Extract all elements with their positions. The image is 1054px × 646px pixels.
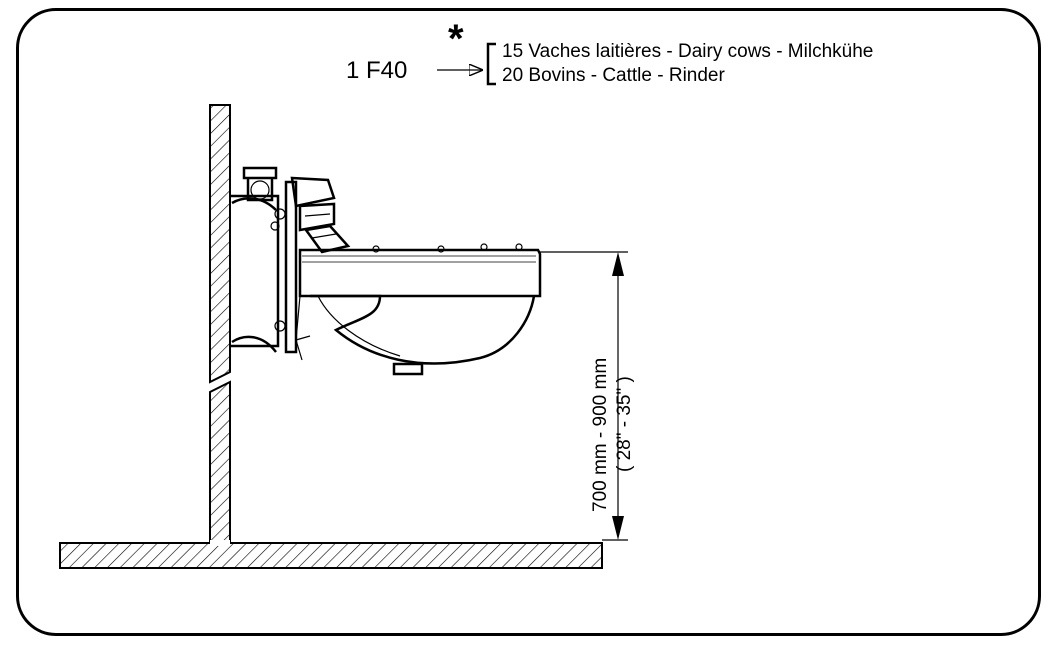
height-metric-label: 700 mm - 900 mm [590, 358, 611, 512]
water-bowl [230, 166, 542, 376]
capacity-bracket [486, 42, 496, 86]
wall-section [209, 104, 231, 544]
height-dimension: 700 mm - 900 mm ( 28" - 35" ) [540, 251, 635, 541]
capacity-line-2: 20 Bovins - Cattle - Rinder [502, 65, 725, 86]
height-imperial-label: ( 28" - 35" ) [614, 376, 635, 472]
capacity-line-1: 15 Vaches laitières - Dairy cows - Milch… [502, 41, 873, 62]
drawing-frame [16, 8, 1041, 636]
model-label: 1 F40 [346, 57, 407, 84]
asterisk-mark: * [448, 17, 464, 61]
floor-section [59, 540, 603, 569]
